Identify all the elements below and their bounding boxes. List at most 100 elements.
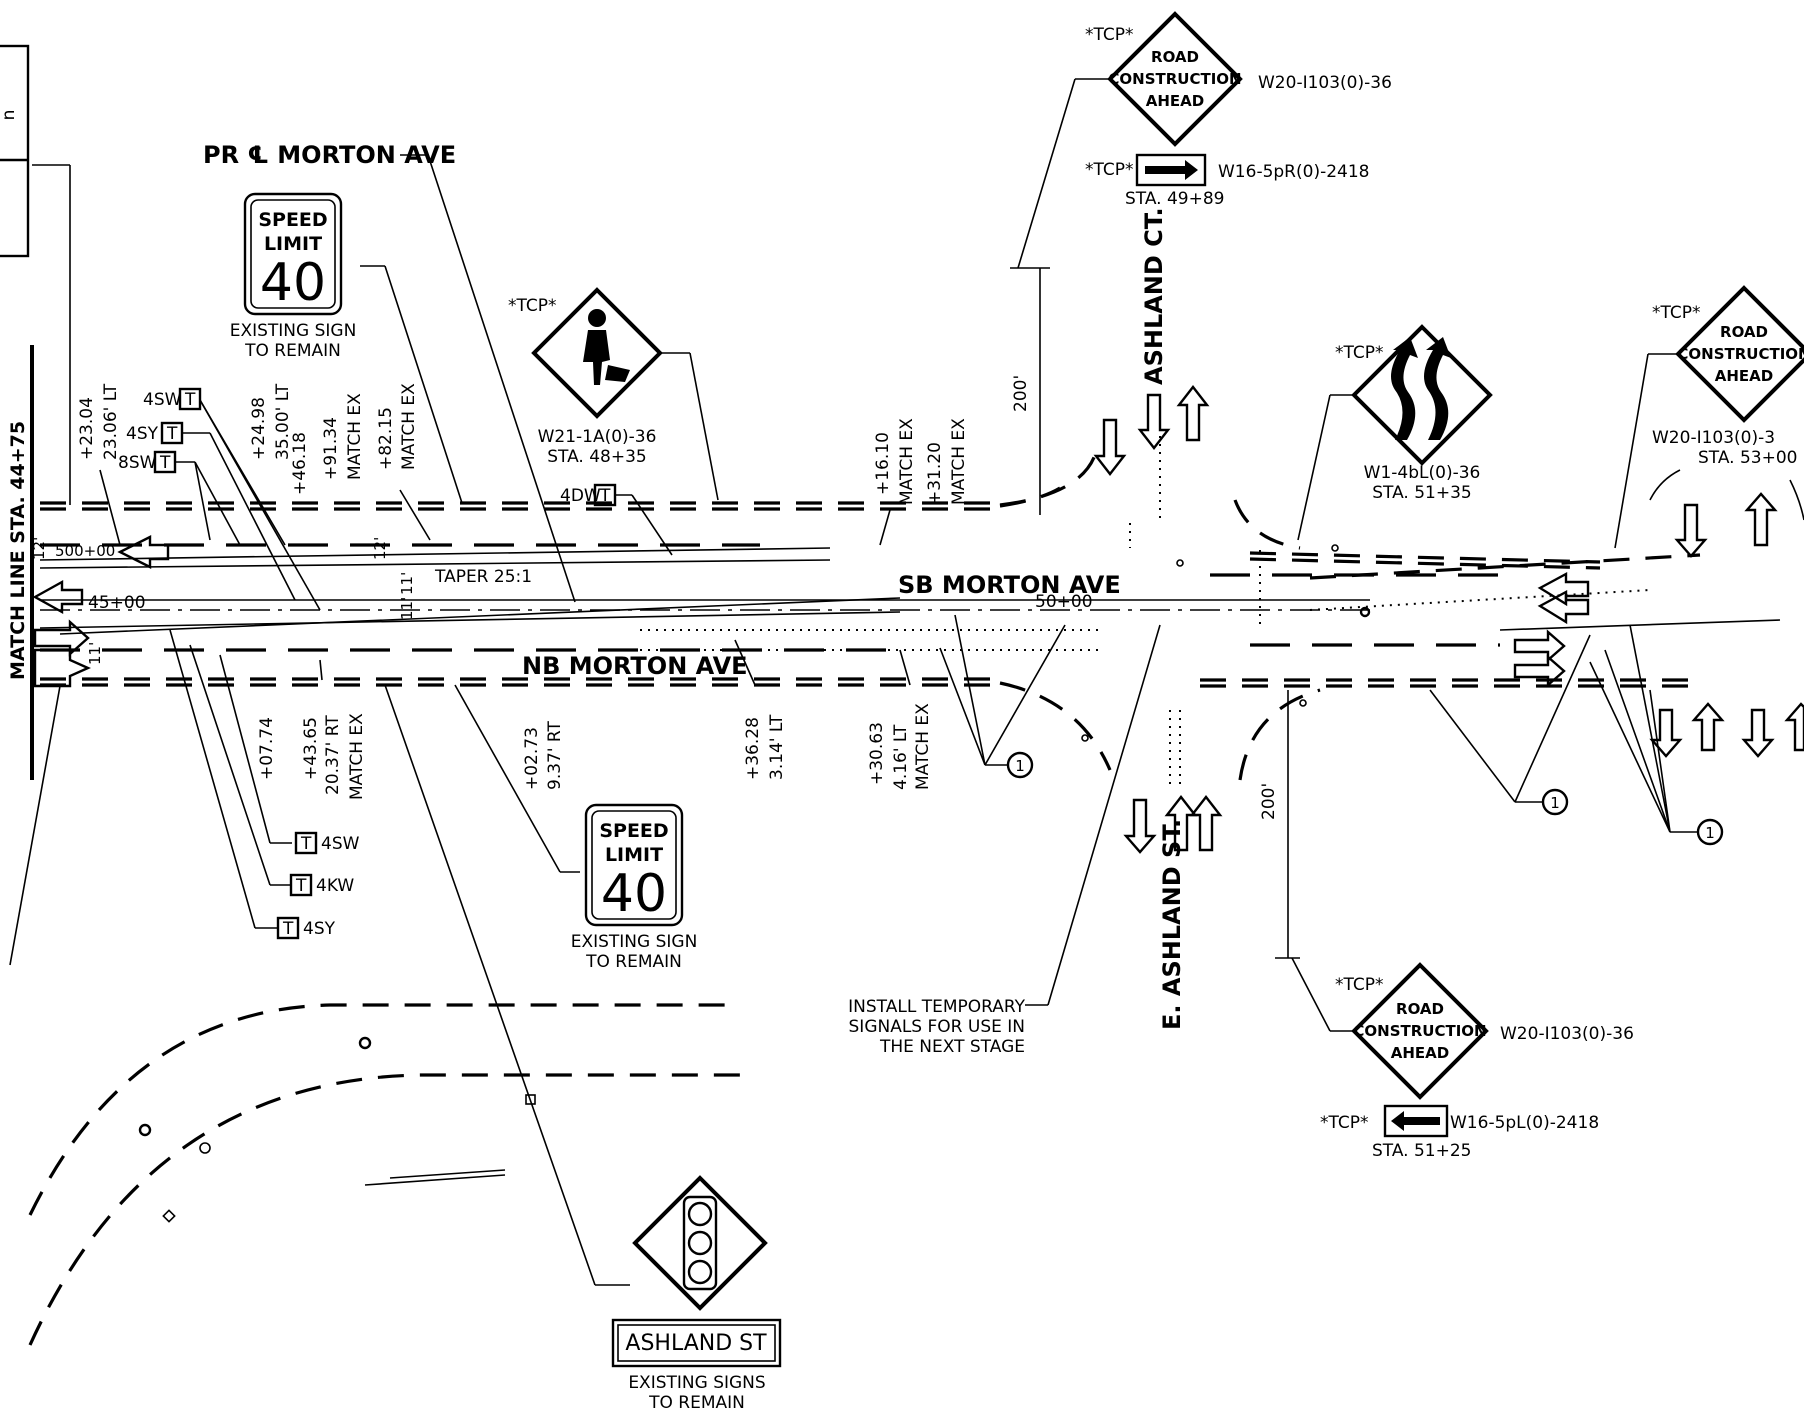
svg-text:MATCH EX: MATCH EX <box>347 713 367 800</box>
svg-text:T: T <box>184 390 196 410</box>
tag-4sw-bottom: T 4SW <box>294 831 360 855</box>
speed-limit-sign-bottom: SPEED LIMIT 40 EXISTING SIGN TO REMAIN <box>571 803 697 972</box>
svg-text:4SW: 4SW <box>143 390 182 410</box>
road-construction-sign-top: *TCP* ROAD CONSTRUCTION AHEAD W20-I103(0… <box>1017 11 1392 269</box>
svg-text:T: T <box>295 876 307 896</box>
svg-text:TO REMAIN: TO REMAIN <box>585 952 682 972</box>
svg-text:AHEAD: AHEAD <box>1391 1044 1449 1062</box>
svg-text:TO REMAIN: TO REMAIN <box>648 1393 745 1413</box>
temporary-signals-note: INSTALL TEMPORARY SIGNALS FOR USE IN THE… <box>848 624 1161 1057</box>
svg-text:4SY: 4SY <box>126 424 159 444</box>
svg-text:3.14' LT: 3.14' LT <box>767 714 787 780</box>
ashland-ct-label: ASHLAND CT. <box>1140 207 1168 385</box>
svg-text:W20-I103(0)-36: W20-I103(0)-36 <box>1500 1024 1634 1044</box>
speed-limit-sign-top: SPEED LIMIT 40 EXISTING SIGN TO REMAIN <box>230 192 463 504</box>
svg-text:ROAD: ROAD <box>1396 1000 1444 1018</box>
worker-icon <box>588 309 606 327</box>
svg-text:ROAD: ROAD <box>1720 323 1768 341</box>
svg-text:T: T <box>166 424 178 444</box>
svg-text:+02.73: +02.73 <box>522 727 542 790</box>
callout-1-mid: 1 <box>1429 634 1591 816</box>
dimensions: 12' 12' 11' 11' 11' 200' 200' <box>30 267 1300 959</box>
svg-text:AHEAD: AHEAD <box>1715 367 1773 385</box>
reverse-curve-sign: *TCP* W1-4bL(0)-36 STA. 51+35 <box>1297 324 1493 541</box>
sb-morton-label: SB MORTON AVE <box>898 571 1121 599</box>
svg-text:1: 1 <box>1550 794 1560 812</box>
taper-label: TAPER 25:1 <box>434 567 532 587</box>
road-construction-sign-bottom: *TCP* ROAD CONSTRUCTION AHEAD W20-I103(0… <box>1291 957 1634 1161</box>
svg-text:LIMIT: LIMIT <box>264 233 322 255</box>
tag-4dw: 4DW T <box>560 483 673 556</box>
svg-text:12': 12' <box>30 537 48 560</box>
tag-signs: 4SW T 4SY T 8SW T 4DW T <box>118 387 673 940</box>
station-500: 500+00 <box>55 542 115 560</box>
svg-text:MATCH EX: MATCH EX <box>949 418 969 505</box>
worker-sign: *TCP* W21-1A(0)-36 STA. 48+35 <box>508 287 719 501</box>
traffic-signal-icon <box>687 1201 713 1227</box>
svg-text:11': 11' <box>398 572 416 595</box>
svg-text:35.00' LT: 35.00' LT <box>273 383 293 460</box>
svg-text:+07.74: +07.74 <box>257 717 277 780</box>
svg-text:4KW: 4KW <box>316 876 354 896</box>
svg-text:LIMIT: LIMIT <box>605 844 663 866</box>
svg-text:CONSTRUCTION: CONSTRUCTION <box>1108 70 1241 88</box>
svg-text:*TCP*: *TCP* <box>1320 1113 1369 1133</box>
svg-text:W20-I103(0)-36: W20-I103(0)-36 <box>1258 73 1392 93</box>
svg-text:W21-1A(0)-36: W21-1A(0)-36 <box>538 427 657 447</box>
station-45: 45+00 <box>88 593 146 613</box>
svg-text:STA. 51+35: STA. 51+35 <box>1372 483 1472 503</box>
match-line-label: MATCH LINE STA. 44+75 <box>7 421 29 680</box>
svg-text:4DW: 4DW <box>560 486 601 506</box>
svg-text:+30.63: +30.63 <box>867 722 887 785</box>
tag-8sw-top: 8SW T <box>118 450 241 546</box>
svg-text:ROAD: ROAD <box>1151 48 1199 66</box>
svg-text:W1-4bL(0)-36: W1-4bL(0)-36 <box>1364 463 1481 483</box>
svg-text:40: 40 <box>601 864 667 924</box>
svg-text:CONSTRUCTION: CONSTRUCTION <box>1353 1022 1486 1040</box>
svg-text:INSTALL TEMPORARY: INSTALL TEMPORARY <box>848 997 1025 1017</box>
svg-text:THE NEXT STAGE: THE NEXT STAGE <box>879 1037 1025 1057</box>
field-symbols <box>138 544 1371 1223</box>
svg-text:+82.15: +82.15 <box>376 407 396 470</box>
tag-4sy-top: 4SY T <box>126 421 296 601</box>
svg-text:*TCP*: *TCP* <box>508 296 557 316</box>
svg-text:8SW: 8SW <box>118 453 157 473</box>
svg-text:STA. 53+00: STA. 53+00 <box>1698 448 1798 468</box>
svg-text:11': 11' <box>398 597 416 620</box>
svg-text:+91.34: +91.34 <box>321 417 341 480</box>
offset-labels-bottom: +07.74 +43.65 20.37' RT MATCH EX +02.73 … <box>9 629 933 1286</box>
svg-text:W16-5pL(0)-2418: W16-5pL(0)-2418 <box>1450 1113 1599 1133</box>
offset-labels-top: +23.04 23.06' LT +24.98 35.00' LT +46.18… <box>32 164 969 546</box>
svg-text:4SY: 4SY <box>303 919 336 939</box>
nb-morton-label: NB MORTON AVE <box>522 652 748 680</box>
svg-text:MATCH EX: MATCH EX <box>897 418 917 505</box>
svg-text:W20-I103(0)-3: W20-I103(0)-3 <box>1652 428 1775 448</box>
svg-text:+23.04: +23.04 <box>77 397 97 460</box>
callout-1-left: 1 <box>939 614 1066 779</box>
tag-4sy-bottom: T 4SY <box>276 916 336 940</box>
tag-4sw-top: 4SW T <box>143 387 321 611</box>
svg-text:11': 11' <box>86 642 104 665</box>
svg-text:EXISTING SIGN: EXISTING SIGN <box>230 321 357 341</box>
lane-arrows <box>32 385 1804 854</box>
svg-text:*TCP*: *TCP* <box>1335 343 1384 363</box>
svg-text:9.37' RT: 9.37' RT <box>545 720 565 790</box>
svg-text:n: n <box>0 110 19 121</box>
svg-text:*TCP*: *TCP* <box>1335 975 1384 995</box>
svg-text:T: T <box>282 919 294 939</box>
roadway <box>28 420 1804 1346</box>
match-line: MATCH LINE STA. 44+75 <box>7 345 34 780</box>
left-title-block: n <box>0 44 30 258</box>
reverse-curve-icon <box>1391 337 1418 440</box>
svg-text:AHEAD: AHEAD <box>1146 92 1204 110</box>
svg-text:4.16' LT: 4.16' LT <box>891 724 911 790</box>
svg-text:MATCH EX: MATCH EX <box>399 383 419 470</box>
dim-200-bottom: 200' <box>1259 783 1279 820</box>
e-ashland-label: E. ASHLAND ST. <box>1158 819 1186 1030</box>
svg-text:+16.10: +16.10 <box>873 432 893 495</box>
svg-text:STA. 48+35: STA. 48+35 <box>547 447 647 467</box>
svg-text:TO REMAIN: TO REMAIN <box>244 341 341 361</box>
svg-text:MATCH EX: MATCH EX <box>345 393 365 480</box>
svg-text:W16-5pR(0)-2418: W16-5pR(0)-2418 <box>1218 162 1369 182</box>
